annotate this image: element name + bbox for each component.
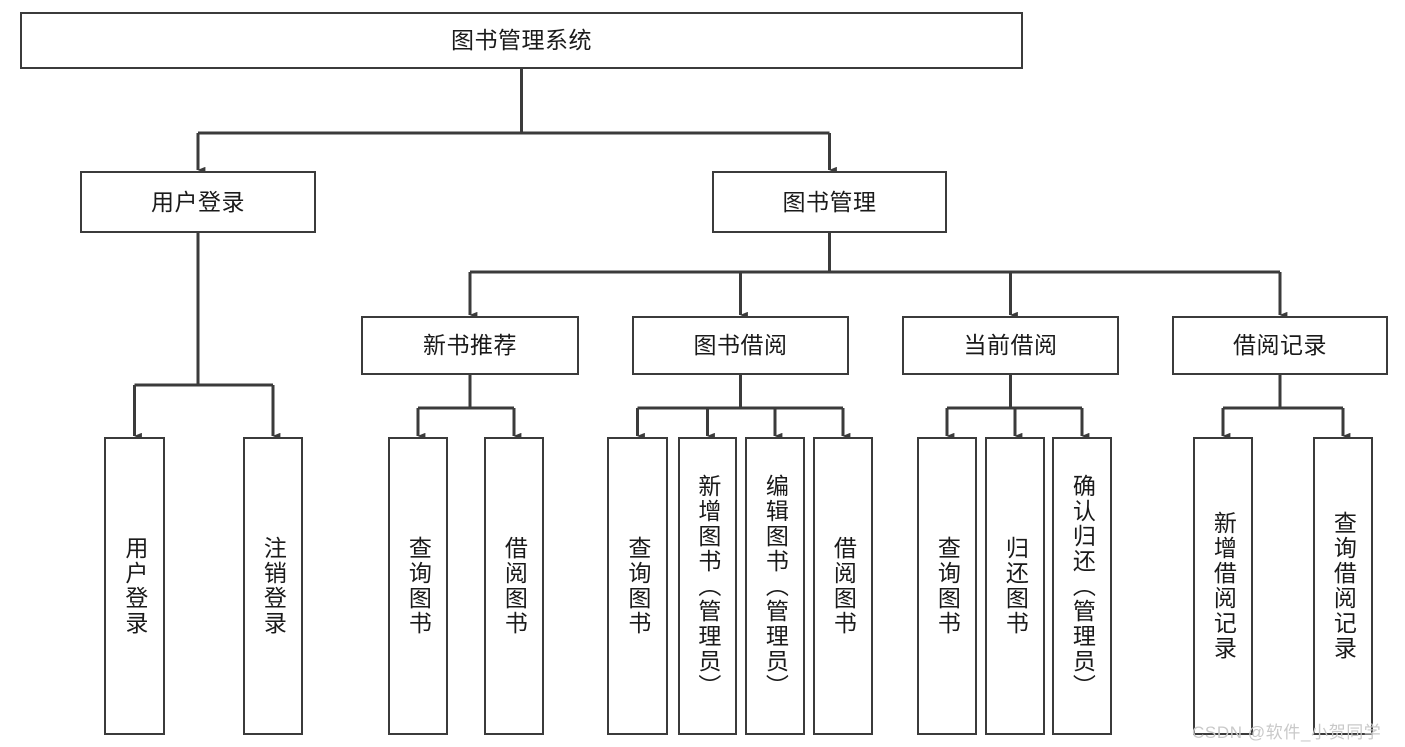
node-label: 新增图书（管理员） — [694, 473, 721, 699]
node-label: 新增借阅记录 — [1210, 511, 1237, 661]
node-label: 编辑图书（管理员） — [762, 473, 789, 699]
node-current-borrow[interactable]: 当前借阅 — [902, 316, 1119, 375]
node-leaf-cur-confirm[interactable]: 确认归还（管理员） — [1052, 437, 1112, 735]
node-leaf-user-login[interactable]: 用户登录 — [104, 437, 165, 735]
node-label: 借阅图书 — [830, 536, 857, 636]
node-label: 查询图书 — [624, 536, 651, 636]
node-leaf-cur-return[interactable]: 归还图书 — [985, 437, 1045, 735]
node-label: 借阅图书 — [501, 536, 528, 636]
node-leaf-rec-search[interactable]: 查询借阅记录 — [1313, 437, 1373, 735]
node-leaf-rec-add[interactable]: 新增借阅记录 — [1193, 437, 1253, 735]
connector-lines — [133, 69, 1351, 440]
node-label: 新书推荐 — [423, 332, 517, 359]
node-new-book-rec[interactable]: 新书推荐 — [361, 316, 579, 375]
node-book-manage[interactable]: 图书管理 — [712, 171, 947, 233]
node-leaf-user-logout[interactable]: 注销登录 — [243, 437, 303, 735]
node-leaf-borrow-do[interactable]: 借阅图书 — [813, 437, 873, 735]
node-label: 图书管理系统 — [451, 27, 592, 54]
node-label: 归还图书 — [1002, 536, 1029, 636]
node-label: 查询借阅记录 — [1330, 511, 1357, 661]
node-leaf-borrow-query[interactable]: 查询图书 — [607, 437, 668, 735]
node-leaf-cur-query[interactable]: 查询图书 — [917, 437, 977, 735]
node-label: 查询图书 — [405, 536, 432, 636]
node-leaf-rec-query[interactable]: 查询图书 — [388, 437, 448, 735]
node-leaf-borrow-add[interactable]: 新增图书（管理员） — [678, 437, 737, 735]
node-label: 当前借阅 — [963, 332, 1058, 359]
node-user-login[interactable]: 用户登录 — [80, 171, 316, 233]
node-leaf-rec-borrow[interactable]: 借阅图书 — [484, 437, 544, 735]
node-label: 图书借阅 — [693, 332, 788, 359]
node-label: 借阅记录 — [1233, 332, 1327, 359]
node-root[interactable]: 图书管理系统 — [20, 12, 1023, 69]
node-borrow-record[interactable]: 借阅记录 — [1172, 316, 1388, 375]
node-label: 查询图书 — [934, 536, 961, 636]
node-leaf-borrow-edit[interactable]: 编辑图书（管理员） — [745, 437, 805, 735]
node-label: 确认归还（管理员） — [1069, 473, 1096, 699]
node-book-borrow[interactable]: 图书借阅 — [632, 316, 849, 375]
node-label: 注销登录 — [260, 536, 287, 636]
node-label: 用户登录 — [151, 188, 245, 215]
node-label: 图书管理 — [782, 188, 877, 215]
node-label: 用户登录 — [121, 536, 148, 636]
